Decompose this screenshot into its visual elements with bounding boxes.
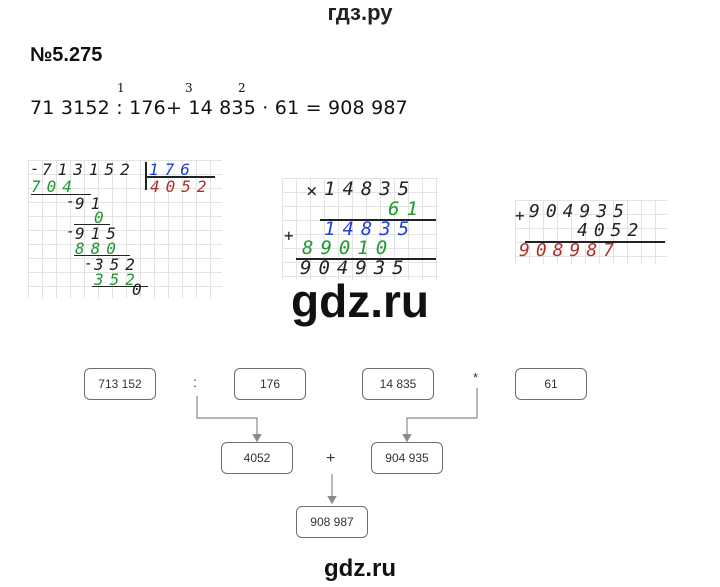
task-number: №5.275 [30,44,103,66]
eq-multiply-sign: · [262,97,269,119]
division-minus-sign: - [30,159,40,178]
eq-divide-sign: : [116,97,123,119]
flow-multiply-op: * [473,370,479,385]
eq-plus-sign: + [165,97,183,119]
division-step-915: 915 [75,224,122,243]
multiplication-product: 904935 [300,257,411,279]
division-remainder: 0 [132,280,142,299]
multiplication-multiplier: 61 [388,198,425,220]
arrow-mul-to-904935 [402,388,478,443]
multiplication-times-sign: × [306,180,318,202]
flow-box-4052: 4052 [221,442,293,474]
flow-box-176: 176 [234,368,306,400]
flow-box-904935: 904 935 [371,442,443,474]
division-step-352: 352 [94,255,141,274]
flow-box-14835: 14 835 [362,368,434,400]
division-step-352-sub: 352 [94,270,141,289]
division-quotient: 4052 [150,177,213,196]
multiplication-partial-1: 14835 [324,218,417,240]
watermark-bottom: gdz.ru [324,555,396,582]
division-worksheet: - 713152 176 4052 704 - 91 0 - 915 880 -… [28,159,222,299]
division-step-880: 880 [75,239,122,258]
eq-operand-2: 176 [129,97,166,119]
addition-addend-1: 904935 [529,201,631,222]
division-minus-sign-3: - [66,222,76,240]
eq-operand-4: 61 [274,97,300,119]
arrow-div-to-4052 [196,396,262,443]
eq-result: 908 987 [327,97,408,119]
multiplication-multiplicand: 14835 [324,178,417,200]
equation-line: 71 3152 : 176+ 14 835 · 61 = 908 987 [30,97,408,119]
eq-operand-1: 71 3152 [30,97,110,119]
order-mark-1: 1 [117,81,125,95]
multiplication-plus-sign: + [284,226,294,245]
flow-add-op: + [326,450,336,467]
addition-sum: 908987 [519,240,621,261]
division-step-704: 704 [31,177,78,196]
order-mark-3: 3 [185,81,193,95]
flow-box-result: 908 987 [296,506,368,538]
flow-box-713152: 713 152 [84,368,156,400]
division-minus-sign-4: - [84,254,94,272]
order-mark-2: 2 [238,81,246,95]
division-step-0: 0 [94,208,110,227]
multiplication-worksheet: × 14835 61 14835 + 89010 904935 [282,178,438,280]
site-header: гдз.ру [327,0,393,25]
flow-divide-op: : [193,374,197,390]
addition-addend-2: 4052 [577,220,645,241]
eq-equals-sign: = [305,97,322,119]
eq-operand-3: 14 835 [188,97,257,119]
division-minus-sign-2: - [66,192,76,210]
flow-box-61: 61 [515,368,587,400]
watermark-center: gdz.ru [291,275,429,327]
division-divisor: 176 [149,160,196,179]
division-dividend: 713152 [42,160,136,179]
multiplication-partial-2: 89010 [302,237,395,259]
addition-plus-sign: + [515,206,525,225]
division-step-91: 91 [75,194,107,213]
addition-worksheet: + 904935 4052 908987 [515,200,667,264]
